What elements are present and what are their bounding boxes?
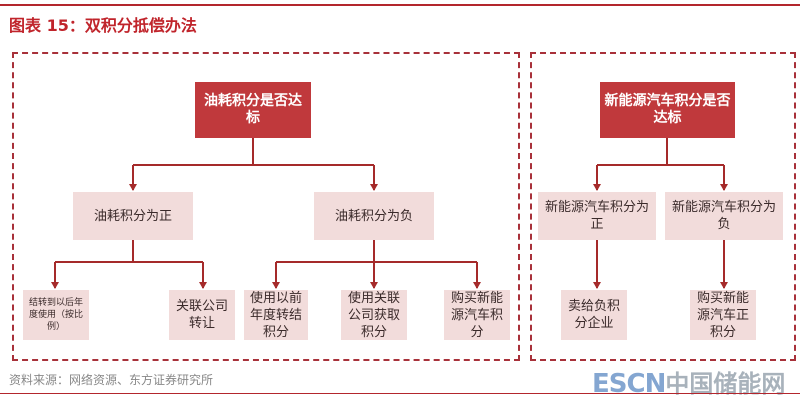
- fuel-credit-panel: [12, 52, 520, 361]
- fuel-negative-node: 油耗积分为负: [314, 192, 434, 240]
- leaf-sell-credits: 卖给负积分企业: [561, 290, 627, 340]
- figure-title: 图表 15：双积分抵偿办法: [9, 16, 197, 35]
- fuel-root-node: 油耗积分是否达标: [195, 82, 311, 138]
- nev-root-node: 新能源汽车积分是否达标: [600, 82, 735, 138]
- nev-positive-node: 新能源汽车积分为正: [538, 192, 656, 240]
- nev-credit-panel: [530, 52, 796, 361]
- leaf-use-affiliate-credits: 使用关联公司获取积分: [341, 290, 407, 340]
- leaf-carry-forward: 结转到以后年度使用（按比例）: [23, 290, 89, 340]
- source-note: 资料来源：网络资源、东方证券研究所: [9, 373, 214, 387]
- nev-negative-node: 新能源汽车积分为负: [665, 192, 783, 240]
- connector-root-left: [133, 138, 374, 166]
- top-rule: [0, 4, 800, 6]
- leaf-buy-nev-positive-credits: 购买新能源汽车正积分: [690, 290, 756, 340]
- bottom-rule: [0, 393, 800, 394]
- watermark-latin: ESCN: [592, 369, 666, 399]
- leaf-affiliate-transfer: 关联公司转让: [169, 290, 235, 340]
- leaf-use-prior-credits: 使用以前年度转结积分: [244, 290, 308, 340]
- fuel-positive-node: 油耗积分为正: [73, 192, 193, 240]
- leaf-buy-nev-credits: 购买新能源汽车积分: [444, 290, 510, 340]
